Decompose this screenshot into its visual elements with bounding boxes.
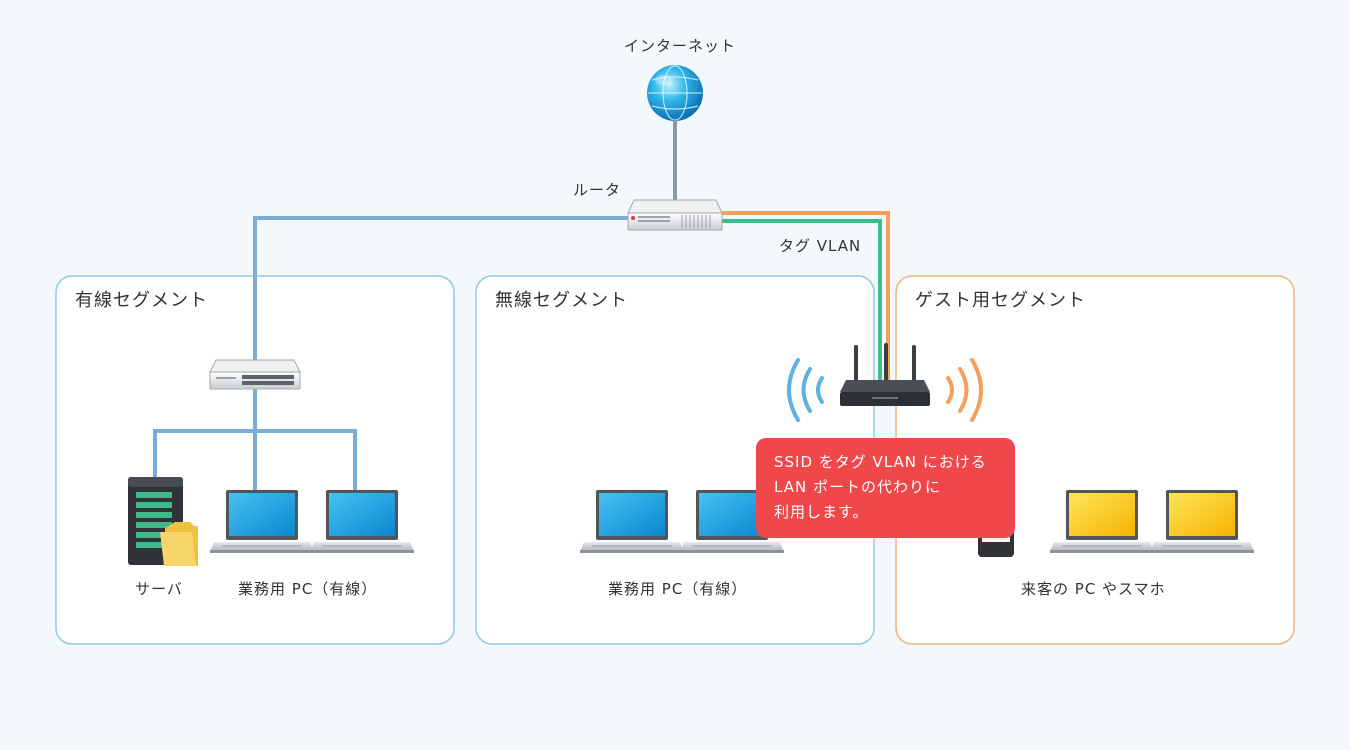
- guest-segment-title: ゲスト用セグメント: [915, 290, 1086, 311]
- switch-hub-icon: [209, 359, 301, 390]
- wired-segment-title: 有線セグメント: [75, 290, 208, 311]
- switch-pc2-link: [255, 429, 357, 492]
- wireless-pc-label: 業務用 PC（有線）: [608, 580, 748, 598]
- switch-server-link: [153, 429, 255, 478]
- wifi-waves-left-icon: [787, 358, 824, 422]
- internet-label: インターネット: [624, 37, 737, 55]
- router-switch-link: [253, 216, 628, 362]
- callout-line-2: LAN ポートの代わりに: [774, 478, 941, 496]
- wireless-access-point-icon: [840, 343, 930, 406]
- router-label: ルータ: [573, 181, 622, 199]
- tag-vlan-label: タグ VLAN: [779, 237, 862, 255]
- wireless-segment-title: 無線セグメント: [495, 290, 628, 311]
- callout-line-3: 利用します。: [774, 503, 869, 521]
- callout-line-1: SSID をタグ VLAN における: [774, 453, 987, 471]
- globe-icon: [647, 65, 703, 121]
- folder-icon: [160, 522, 198, 566]
- router-icon: [627, 199, 723, 231]
- guest-devices-label: 来客の PC やスマホ: [1021, 580, 1166, 598]
- server-label: サーバ: [135, 580, 183, 598]
- ssid-callout: SSID をタグ VLAN における LAN ポートの代わりに 利用します。: [756, 438, 1015, 538]
- wired-pc-label: 業務用 PC（有線）: [238, 580, 378, 598]
- tag-vlan-guest-link: [722, 211, 890, 380]
- wifi-waves-right-icon: [946, 358, 983, 422]
- tag-vlan-wireless-link: [722, 219, 882, 380]
